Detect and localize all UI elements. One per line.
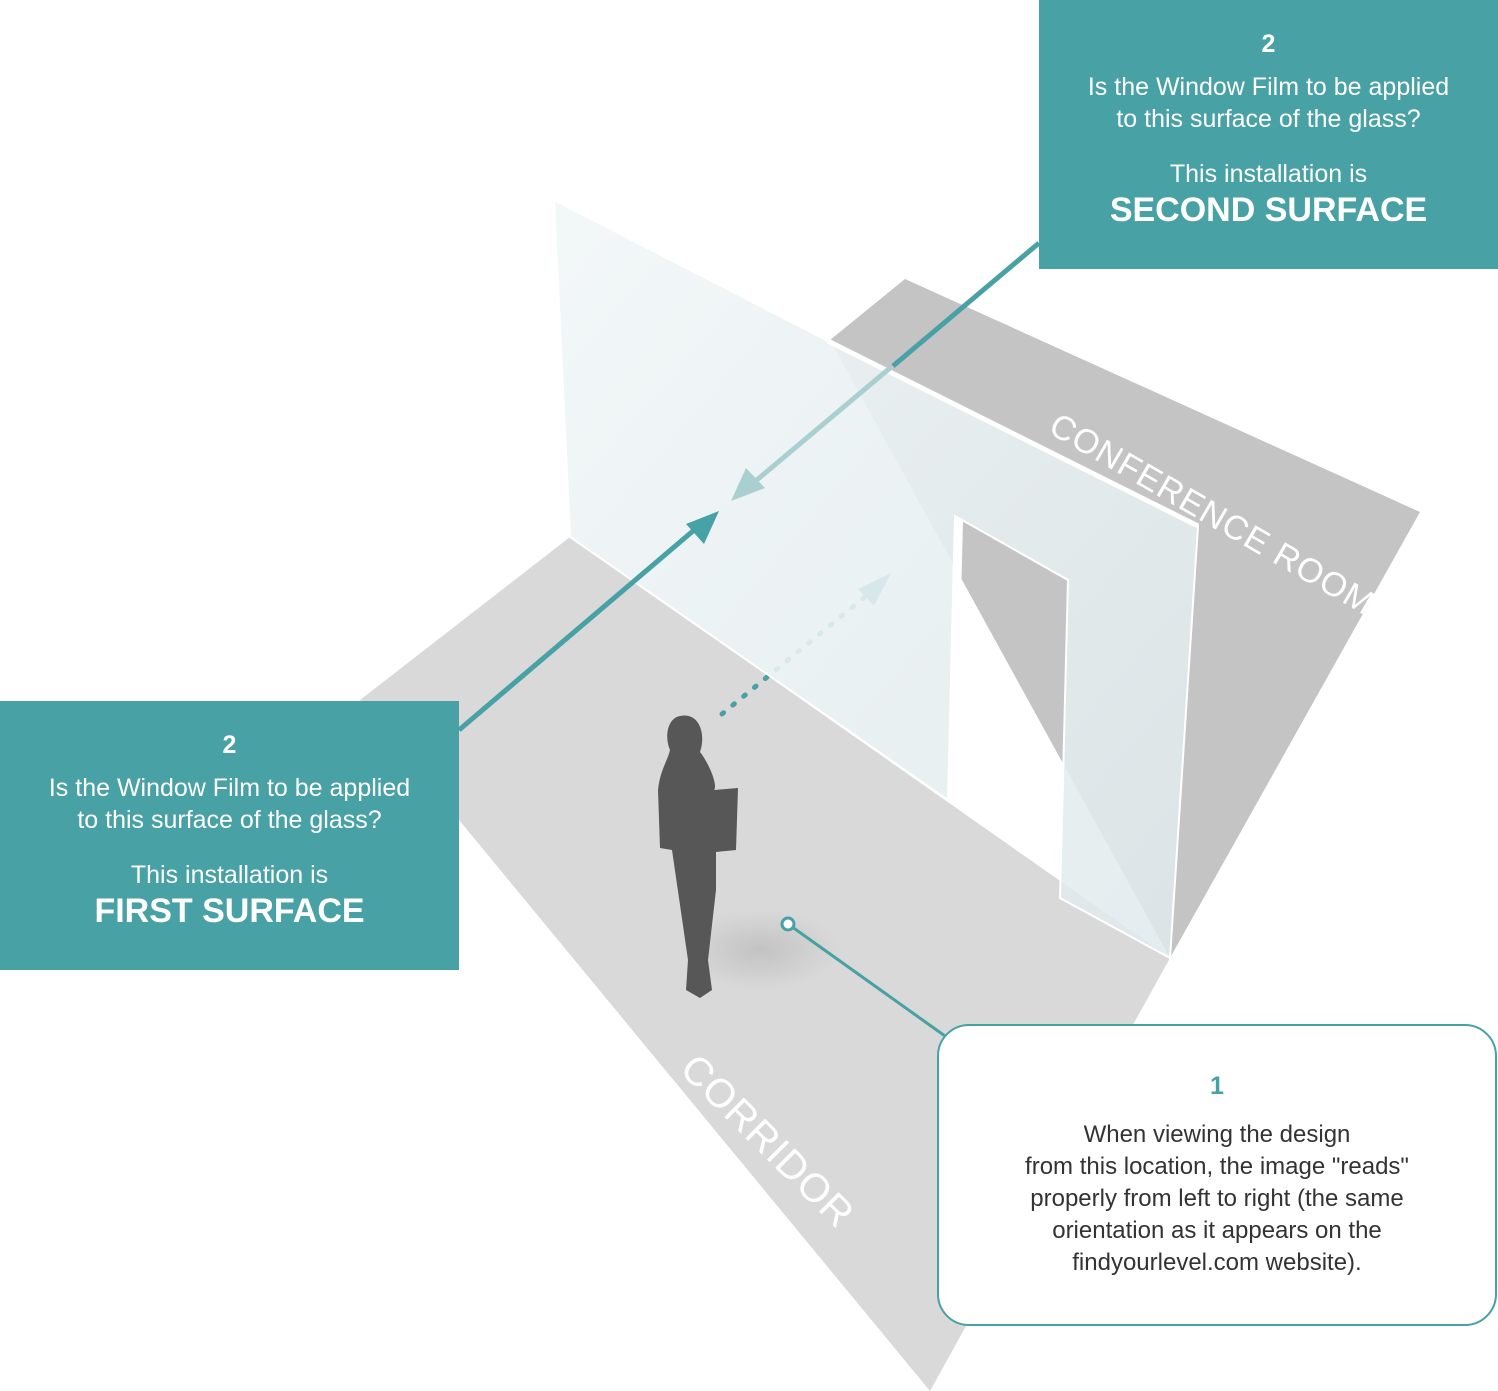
surface-question: Is the Window Film to be applied to this… bbox=[1087, 73, 1450, 133]
second-surface-arrowhead bbox=[731, 468, 765, 501]
installation-lead: This installation is bbox=[1169, 160, 1368, 188]
installation-answer: FIRST SURFACE bbox=[94, 892, 365, 930]
second-surface-arrow-line bbox=[891, 241, 1041, 368]
first-surface-arrowhead bbox=[686, 511, 719, 544]
woman-silhouette bbox=[658, 715, 738, 998]
viewer-leader-line bbox=[787, 922, 946, 1038]
first-surface-panel: 2 Is the Window Film to be applied to th… bbox=[0, 701, 459, 970]
figure-shadow bbox=[680, 910, 840, 990]
second-surface-arrow-ghost bbox=[750, 366, 892, 486]
step-number: 1 bbox=[1210, 1072, 1224, 1100]
installation-answer: SECOND SURFACE bbox=[1109, 191, 1428, 229]
viewer-location-panel: 1 When viewing the design from this loca… bbox=[937, 1024, 1497, 1326]
viewer-location-marker bbox=[780, 916, 796, 932]
step-number: 2 bbox=[222, 731, 237, 759]
surface-question: Is the Window Film to be applied to this… bbox=[48, 774, 411, 834]
viewer-explanation: When viewing the design from this locati… bbox=[1025, 1121, 1409, 1276]
second-surface-panel: 2 Is the Window Film to be applied to th… bbox=[1039, 0, 1498, 269]
step-number: 2 bbox=[1261, 30, 1276, 58]
glass-top-edge bbox=[826, 338, 1200, 529]
door-opening-jamb bbox=[948, 516, 963, 804]
first-surface-arrow-line bbox=[457, 523, 702, 732]
installation-lead: This installation is bbox=[130, 861, 329, 889]
